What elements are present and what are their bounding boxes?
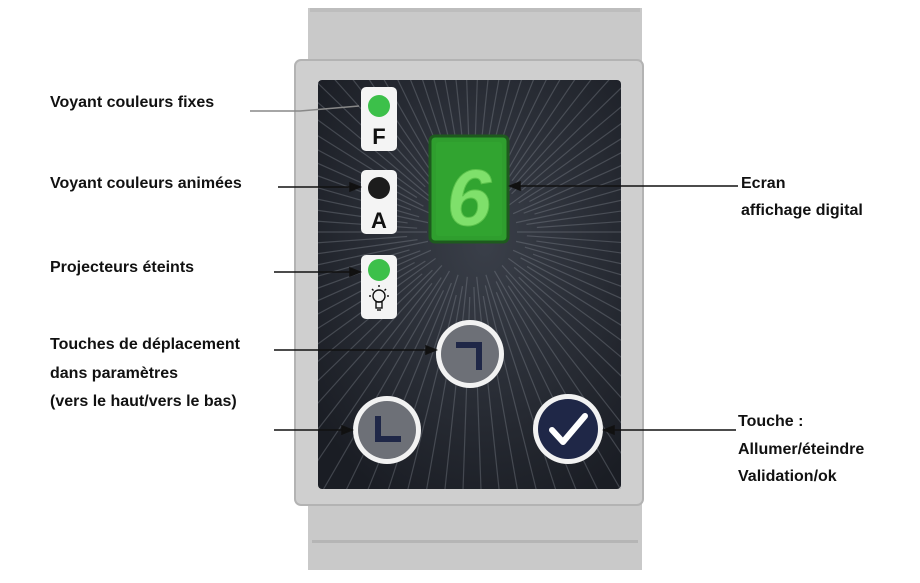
panel-ray — [318, 277, 442, 462]
label-navigation-line-2: dans paramètres — [50, 365, 179, 382]
panel-ray — [505, 274, 621, 424]
checkmark-icon — [549, 413, 588, 445]
panel-ray — [526, 235, 621, 244]
arrow-up-right-icon — [456, 342, 482, 370]
ok-power-button[interactable] — [533, 394, 603, 464]
panel-ray — [368, 80, 437, 179]
digital-display: 6 — [428, 134, 510, 244]
label-animated-colors: Voyant couleurs animées — [50, 175, 242, 192]
panel-ray — [532, 253, 621, 287]
panel-ray — [318, 240, 429, 266]
panel-ray — [511, 87, 621, 195]
label-screen-line-1: Ecran — [741, 175, 786, 192]
panel-ray — [521, 106, 621, 191]
panel-ray — [480, 80, 500, 178]
panel-ray — [518, 138, 621, 204]
panel-ray — [512, 165, 621, 215]
panel-ray — [334, 80, 443, 199]
panel-ray — [515, 240, 621, 265]
panel-ray — [466, 80, 471, 178]
panel-ray — [526, 265, 621, 326]
panel-ray — [499, 80, 547, 174]
panel-ray — [318, 257, 436, 345]
label-fixed-colors: Voyant couleurs fixes — [50, 94, 215, 111]
panel-ray — [524, 246, 621, 276]
led-animated-colors — [368, 177, 390, 199]
led-projectors-off — [368, 259, 390, 281]
panel-ray — [318, 82, 426, 188]
panel-ray — [511, 80, 592, 182]
display-digit: 6 — [447, 153, 492, 242]
leader-fixed-colors — [250, 105, 360, 112]
symbol-f: F — [372, 124, 385, 149]
panel-ray — [318, 101, 431, 198]
panel-ray — [501, 80, 610, 199]
arrow-down-left-icon — [375, 416, 401, 442]
indicator-animated-colors: A — [361, 170, 397, 234]
panel-ray — [444, 80, 462, 169]
panel-ray — [318, 282, 433, 431]
panel-ray — [513, 266, 621, 358]
down-button[interactable] — [353, 396, 421, 464]
panel-ray — [526, 210, 621, 225]
panel-ray — [515, 199, 621, 224]
lightbulb-icon — [369, 285, 389, 311]
label-power-line-3: Validation/ok — [738, 468, 837, 485]
panel-ray — [518, 276, 621, 377]
panel-ray — [534, 188, 621, 215]
panel-ray — [318, 265, 443, 404]
control-panel — [318, 80, 621, 489]
label-navigation-line-1: Touches de déplacement — [50, 336, 240, 353]
label-projectors-off: Projecteurs éteints — [50, 259, 195, 276]
label-power-line-1: Touche : — [738, 413, 804, 430]
label-screen-line-2: affichage digital — [741, 202, 863, 219]
indicator-fixed-colors: F — [361, 87, 397, 151]
panel-ray — [523, 177, 621, 214]
panel-ray — [484, 285, 537, 489]
indicator-projectors-off — [361, 255, 397, 319]
panel-ray — [473, 80, 478, 168]
panel-ray — [520, 257, 621, 312]
panel-ray — [536, 220, 621, 229]
panel-ray — [409, 80, 449, 172]
panel-ray — [536, 240, 621, 254]
up-button[interactable] — [436, 320, 504, 388]
panel-ray — [322, 270, 451, 489]
panel-ray — [318, 239, 418, 255]
led-fixed-colors — [368, 95, 390, 117]
panel-ray — [318, 235, 408, 244]
leader-lines — [250, 105, 738, 436]
panel-ray — [383, 80, 451, 194]
panel-ray — [487, 80, 511, 170]
panel-ray — [508, 123, 621, 207]
panel-ray — [352, 80, 439, 190]
panel-ray — [318, 269, 433, 382]
panel-ray — [493, 270, 621, 489]
panel-ray — [485, 274, 557, 489]
panel-ray — [493, 80, 561, 194]
panel-ray — [502, 80, 576, 187]
label-power-line-2: Allumer/éteindre — [738, 441, 865, 458]
panel-ray — [507, 285, 621, 454]
panel-ray — [529, 152, 621, 203]
panel-ray — [512, 249, 621, 299]
panel-ray — [318, 119, 436, 207]
label-navigation-line-3: (vers le haut/vers le bas) — [50, 393, 237, 410]
panel-ray — [501, 265, 621, 399]
panel-ray — [387, 274, 459, 489]
panel-ray — [508, 257, 621, 341]
symbol-a: A — [371, 208, 387, 233]
